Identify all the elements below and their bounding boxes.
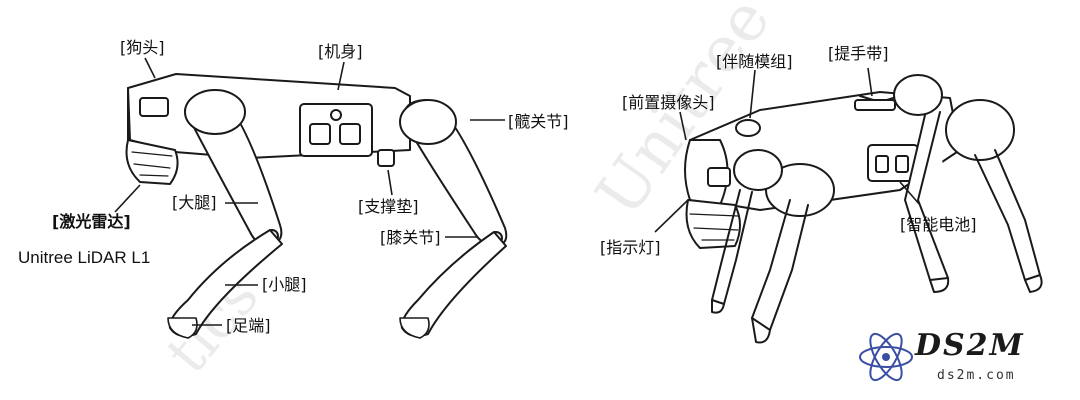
- left-robot-lidar: [125, 139, 179, 185]
- label-head: [狗头]: [120, 38, 165, 57]
- label-foot: [足端]: [226, 316, 271, 335]
- logo-url: ds2m.com: [937, 368, 1016, 383]
- label-hip-joint: [髋关节]: [508, 112, 569, 131]
- label-lidar-model: Unitree LiDAR L1: [18, 248, 151, 267]
- label-knee-joint: [膝关节]: [380, 228, 441, 247]
- label-follow-module: [伴随模组]: [716, 52, 793, 71]
- ds2m-logo: DS2M ds2m.com: [857, 324, 1062, 394]
- left-robot-support-pad: [377, 149, 395, 167]
- logo-wordmark: DS2M: [915, 328, 1025, 363]
- label-lidar: [激光雷达]: [52, 212, 131, 231]
- right-robot-follow-module: [735, 119, 761, 137]
- label-calf: [小腿]: [262, 275, 307, 294]
- right-robot-handle: [854, 99, 896, 111]
- label-body: [机身]: [318, 42, 363, 61]
- label-indicator: [指示灯]: [600, 238, 661, 257]
- label-support-pad: [支撑垫]: [358, 197, 419, 216]
- label-thigh: [大腿]: [172, 193, 217, 212]
- atom-icon: [859, 332, 913, 382]
- label-handle-strap: [提手带]: [828, 44, 889, 63]
- label-front-camera: [前置摄像头]: [622, 93, 715, 112]
- right-robot-front-lidar: [685, 199, 741, 249]
- label-battery: [智能电池]: [900, 215, 977, 234]
